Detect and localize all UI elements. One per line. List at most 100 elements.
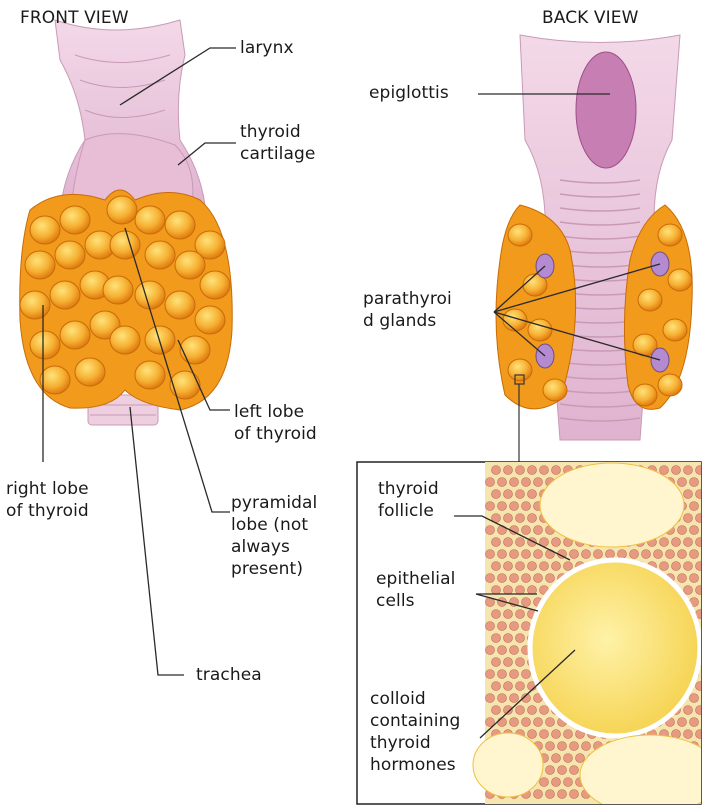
epithelial-cell [534,790,543,799]
thyroid-nodule [20,291,50,319]
epithelial-cell [486,478,495,487]
epithelial-cell [582,742,591,751]
epithelial-cell [696,538,705,547]
thyroid-nodule [170,371,200,399]
epithelial-cell [510,502,519,511]
epithelial-cell [540,562,549,571]
follicle-colloid [530,560,700,736]
leader-trachea [130,407,184,675]
epithelial-cell [528,490,537,499]
epithelial-cell [492,706,501,715]
epithelial-cell [546,718,555,727]
epithelial-cell [558,766,567,775]
epithelial-cell [690,694,699,703]
thyroid-nodule [135,206,165,234]
epithelial-cell [672,562,681,571]
thyroid-nodule [145,326,175,354]
thyroid-nodule [103,276,133,304]
thyroid-nodule [30,331,60,359]
epithelial-cell [522,526,531,535]
epithelial-cell [516,562,525,571]
epithelial-cell [534,550,543,559]
epithelial-cell [504,610,513,619]
thyroid-nodule [75,358,105,386]
epithelial-cell [498,670,507,679]
epithelial-cell [540,730,549,739]
epithelial-cell [552,778,561,787]
back-epiglottis [576,52,636,168]
thyroid-nodule [165,211,195,239]
thyroid-nodule [135,361,165,389]
thyroid-nodule [658,374,682,396]
epithelial-cell [516,586,525,595]
epithelial-cell [528,466,537,475]
epithelial-cell [552,466,561,475]
label-thyroid-cartilage: thyroid cartilage [240,121,315,165]
epithelial-cell [522,574,531,583]
thyroid-nodule [508,224,532,246]
epithelial-cell [570,790,579,799]
thyroid-nodule [180,336,210,364]
thyroid-nodule [638,289,662,311]
front-view-illustration [20,20,233,425]
thyroid-nodule [543,379,567,401]
thyroid-nodule [175,251,205,279]
epithelial-cell [540,778,549,787]
epithelial-cell [498,550,507,559]
label-epiglottis: epiglottis [369,82,449,104]
epithelial-cell [492,634,501,643]
epithelial-cell [492,490,501,499]
epithelial-cell [528,706,537,715]
epithelial-cell [510,574,519,583]
epithelial-cell [516,658,525,667]
follicle [540,463,684,547]
epithelial-cell [546,742,555,751]
epithelial-cell [630,550,639,559]
epithelial-cell [516,538,525,547]
epithelial-cell [516,706,525,715]
epithelial-cell [486,670,495,679]
epithelial-cell [696,706,705,715]
epithelial-cell [690,502,699,511]
epithelial-cell [510,550,519,559]
epithelial-cell [528,730,537,739]
epithelial-cell [684,586,693,595]
back-view-heading: BACK VIEW [542,7,639,29]
epithelial-cell [486,574,495,583]
epithelial-cell [510,670,519,679]
epithelial-cell [552,730,561,739]
label-epithelial-cells: epithelial cells [376,568,455,612]
epithelial-cell [570,742,579,751]
epithelial-cell [684,514,693,523]
epithelial-cell [672,466,681,475]
epithelial-cell [528,586,537,595]
epithelial-cell [534,574,543,583]
thyroid-nodule [135,281,165,309]
thyroid-nodule [55,241,85,269]
epithelial-cell [516,466,525,475]
epithelial-cell [660,466,669,475]
label-right-lobe: right lobe of thyroid [6,478,89,522]
epithelial-cell [516,610,525,619]
epithelial-cell [498,622,507,631]
epithelial-cell [684,466,693,475]
epithelial-cell [672,538,681,547]
label-colloid: colloid containing thyroid hormones [370,688,460,776]
epithelial-cell [564,778,573,787]
epithelial-cell [564,730,573,739]
epithelial-cell [540,706,549,715]
epithelial-cell [558,790,567,799]
thyroid-nodule [165,291,195,319]
epithelial-cell [486,646,495,655]
epithelial-cell [684,538,693,547]
epithelial-cell [516,682,525,691]
thyroid-nodule [508,359,532,381]
epithelial-cell [576,754,585,763]
epithelial-cell [504,682,513,691]
epithelial-cell [534,526,543,535]
epithelial-cell [492,466,501,475]
epithelial-cell [552,754,561,763]
epithelial-cell [510,694,519,703]
thyroid-nodule [668,269,692,291]
